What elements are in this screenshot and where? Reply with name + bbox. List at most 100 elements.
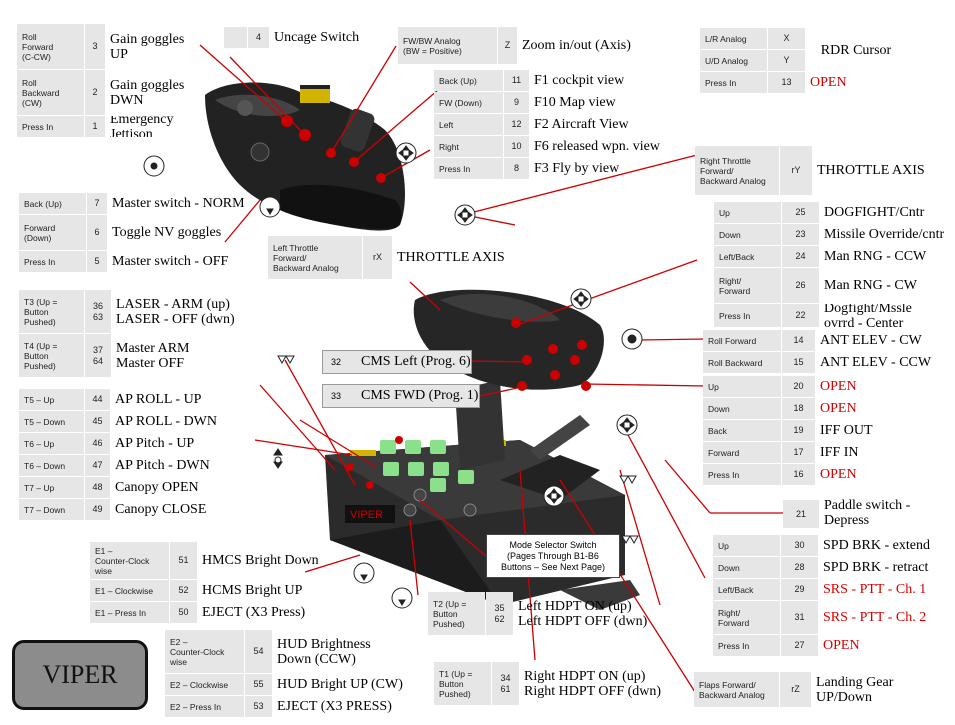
t5t7-row-label: T5 – Down (19, 411, 84, 432)
t3t4-row-label: T4 (Up = Button Pushed) (19, 334, 84, 377)
dogfight-row-label: Left/Back (714, 246, 781, 267)
zoom-row-number: Z (498, 27, 517, 64)
cms-left-label: CMS Left (Prog. 6) (361, 354, 471, 369)
views-row-number: 11 (504, 70, 529, 91)
iff-row-number: 17 (782, 442, 815, 463)
spd-row-number: 31 (781, 601, 818, 634)
master-row-label: Forward (Down) (19, 215, 86, 250)
paddle-num: 21 (783, 500, 819, 528)
t3t4-row-value: Master ARM Master OFF (116, 340, 190, 371)
zoom-row-label: FW/BW Analog (BW = Positive) (398, 27, 497, 64)
views-row-number: 9 (504, 92, 529, 113)
dogfight-row-number: 24 (782, 246, 819, 267)
flaps-row-value: Landing Gear UP/Down (816, 674, 894, 705)
flaps-row-number: rZ (780, 672, 811, 707)
cms-left-callout: 32 CMS Left (Prog. 6) (322, 350, 472, 374)
e2-row-value: HUD Brightness Down (CCW) (277, 636, 371, 667)
iff-row-value: OPEN (820, 467, 857, 482)
iff-row-label: Up (703, 376, 781, 397)
master-row-number: 7 (87, 193, 107, 214)
iff-row-value: OPEN (820, 401, 857, 416)
t5t7-row-number: 49 (85, 499, 110, 520)
t5t7-row-label: T5 – Up (19, 389, 84, 410)
spd-row-number: 27 (781, 635, 818, 656)
iff-row-number: 19 (782, 420, 815, 441)
iff-row-label: Back (703, 420, 781, 441)
flaps-row-label: Flaps Forward/ Backward Analog (694, 672, 779, 707)
right_throttle-row-value: THROTTLE AXIS (817, 163, 925, 178)
t5t7-row-number: 47 (85, 455, 110, 476)
views-row-number: 12 (504, 114, 529, 135)
views-row-value: F2 Aircraft View (534, 117, 629, 132)
svg-text:VIPER: VIPER (350, 509, 383, 521)
views-row-value: F6 released wpn. view (534, 139, 660, 154)
t5t7-row-value: AP Pitch - UP (115, 436, 195, 451)
t3t4-row-value: LASER - ARM (up) LASER - OFF (dwn) (116, 296, 235, 327)
e1-row-value: HMCS Bright Down (202, 553, 319, 568)
t2-row-value: Left HDPT ON (up) Left HDPT OFF (dwn) (518, 598, 648, 629)
e1-row-label: E1 – Press In (90, 602, 169, 623)
ant-row-value: ANT ELEV - CW (820, 333, 922, 348)
master-row-value: Master switch - NORM (112, 196, 245, 211)
ant-row-label: Roll Forward (703, 330, 781, 351)
views-row-value: F10 Map view (534, 95, 616, 110)
e1-row-value: EJECT (X3 Press) (202, 605, 306, 620)
uncage-row-label (224, 27, 247, 48)
dogfight-row-value: Missile Override/cntr (824, 227, 945, 242)
t5t7-row-value: Canopy CLOSE (115, 502, 207, 517)
e1-row-number: 50 (170, 602, 197, 623)
e1-row-label: E1 – Counter-Clock wise (90, 542, 169, 579)
cms-fwd-num: 33 (331, 391, 342, 401)
ant-row-value: ANT ELEV - CCW (820, 355, 932, 370)
spd-row-label: Down (713, 557, 780, 578)
views-row-number: 10 (504, 136, 529, 157)
zoom-row-value: Zoom in/out (Axis) (522, 38, 631, 53)
uncage-row-number: 4 (248, 27, 269, 48)
views-row-label: FW (Down) (434, 92, 503, 113)
dogfight-row-number: 25 (782, 202, 819, 223)
e1-row-number: 51 (170, 542, 197, 579)
t5t7-row-number: 46 (85, 433, 110, 454)
t5t7-row-label: T6 – Up (19, 433, 84, 454)
t5t7-row-number: 45 (85, 411, 110, 432)
t5t7-row-value: Canopy OPEN (115, 480, 199, 495)
e2-row-number: 55 (245, 674, 272, 695)
t5t7-row-label: T7 – Up (19, 477, 84, 498)
iff-row-number: 16 (782, 464, 815, 485)
master-row-value: Master switch - OFF (112, 254, 229, 269)
spd-row-label: Left/Back (713, 579, 780, 600)
t1-row-label: T1 (Up = Button Pushed) (434, 662, 491, 705)
viper-badge: VIPER (12, 640, 148, 710)
e2-row-label: E2 – Counter-Clock wise (165, 630, 244, 673)
rdr-row-value: OPEN (810, 75, 847, 90)
left_throttle-row-value: THROTTLE AXIS (397, 250, 505, 265)
t1-row-value: Right HDPT ON (up) Right HDPT OFF (dwn) (524, 668, 662, 699)
t1-row-number: 34 61 (492, 662, 519, 705)
e1-row-label: E1 – Clockwise (90, 580, 169, 601)
right_throttle-row-number: rY (780, 146, 812, 195)
iff-row-number: 20 (782, 376, 815, 397)
spd-row-value: SPD BRK - retract (823, 560, 929, 575)
iff-row-value: OPEN (820, 379, 857, 394)
spd-row-label: Up (713, 535, 780, 556)
master-row-value: Toggle NV goggles (112, 225, 222, 240)
left_throttle-row-label: Left Throttle Forward/ Backward Analog (268, 236, 362, 279)
master-row-number: 5 (87, 251, 107, 272)
dogfight-row-value: Dogfight/Mssle ovrrd - Center (824, 304, 912, 327)
dogfight-row-value: Man RNG - CCW (824, 249, 927, 264)
e2-row-value: EJECT (X3 PRESS) (277, 699, 392, 714)
gain-row-label: Roll Backward (CW) (17, 70, 84, 115)
iff-row-label: Press In (703, 464, 781, 485)
iff-row-value: IFF IN (820, 445, 859, 460)
spd-row-value: SRS - PTT - Ch. 1 (823, 582, 927, 597)
rdr-cursor-label: RDR Cursor (820, 42, 892, 58)
views-row-value: F3 Fly by view (534, 161, 620, 176)
leader-lines (199, 44, 783, 693)
spd-row-number: 30 (781, 535, 818, 556)
spd-row-value: SRS - PTT - Ch. 2 (823, 610, 927, 625)
dogfight-row-value: Man RNG - CW (824, 278, 917, 293)
cms-fwd-label: CMS FWD (Prog. 1) (361, 388, 479, 403)
rdr-row-number: X (768, 28, 805, 49)
t5t7-row-value: AP ROLL - DWN (115, 414, 218, 429)
master-row-number: 6 (87, 215, 107, 250)
